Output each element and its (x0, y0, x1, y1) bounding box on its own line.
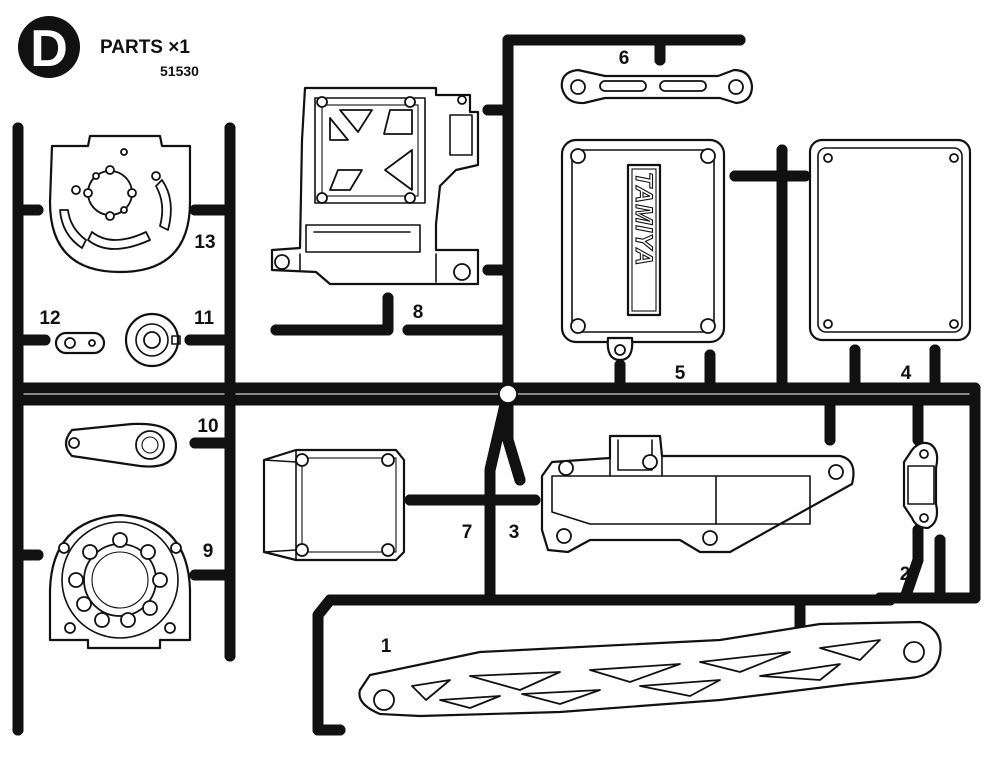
part-numbers: 1 2 3 4 5 6 7 8 9 10 11 12 13 (39, 48, 911, 657)
part-number-13: 13 (194, 232, 215, 253)
part-number-8: 8 (413, 302, 424, 323)
part-number-9: 9 (203, 541, 214, 562)
small-box-part (262, 448, 406, 562)
slotted-link-part (560, 68, 754, 105)
tamiya-logo-text: TAMIYA (630, 172, 657, 266)
tree-letter: D (30, 20, 68, 78)
part-number-3: 3 (509, 522, 520, 543)
flat-plate-part (808, 138, 972, 342)
parts-quantity-title: PARTS ×1 (100, 37, 190, 58)
receiver-box-part (270, 86, 480, 286)
motor-plate-part (48, 134, 192, 274)
gate-node (498, 384, 518, 404)
part-number-2: 2 (900, 564, 911, 585)
small-link-part (54, 331, 106, 355)
part-number-12: 12 (39, 308, 60, 329)
letter-badge (18, 16, 80, 78)
part-number-6: 6 (619, 48, 630, 69)
small-bracket-part (902, 441, 939, 530)
part-number-11: 11 (194, 308, 215, 329)
part-number-5: 5 (675, 363, 686, 384)
part-number-1: 1 (381, 636, 392, 657)
round-collar-part (124, 312, 181, 368)
long-arm-part (358, 620, 942, 718)
runner-frame (12, 34, 981, 736)
sheet-header: D PARTS ×1 51530 (18, 16, 199, 79)
long-mount-part (540, 434, 855, 554)
part-code: 51530 (160, 63, 199, 79)
servo-horn-part (64, 422, 178, 468)
tamiya-logo: TAMIYA (626, 163, 662, 317)
motor-mount-part (48, 513, 192, 650)
receiver-box-cover-part: TAMIYA (560, 138, 726, 362)
part-number-7: 7 (462, 522, 473, 543)
part-number-4: 4 (901, 363, 912, 384)
part-number-10: 10 (197, 416, 218, 437)
